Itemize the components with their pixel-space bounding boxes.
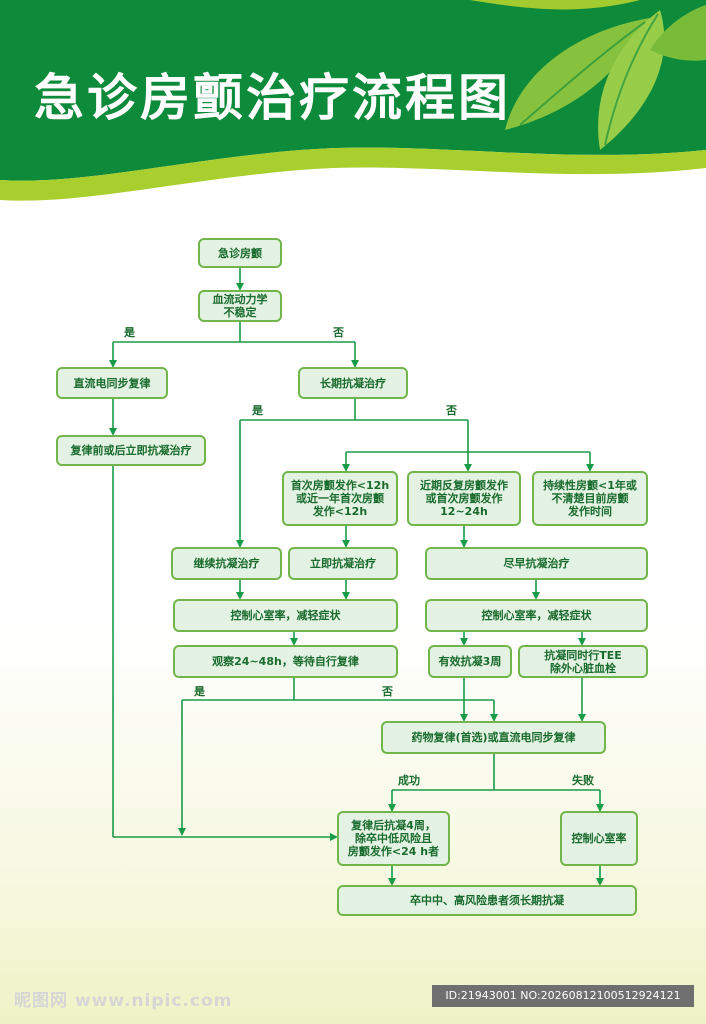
edge-label-success: 成功 — [398, 774, 420, 787]
node-continue-anticoag: 继续抗凝治疗 — [171, 547, 282, 580]
watermark-site: 昵图网 www.nipic.com — [14, 991, 233, 1011]
node-rate-control-left: 控制心室率，减轻症状 — [173, 599, 398, 632]
edge-label-no-3: 否 — [382, 685, 393, 698]
node-recent-recurrent: 近期反复房颤发作 或首次房颤发作 12~24h — [407, 471, 521, 526]
node-long-term-anticoag: 长期抗凝治疗 — [298, 367, 408, 399]
node-dc-cardioversion: 直流电同步复律 — [56, 367, 168, 399]
node-effective-anticoag: 有效抗凝3周 — [428, 645, 512, 678]
node-start: 急诊房颤 — [198, 238, 282, 268]
node-early-anticoag: 尽早抗凝治疗 — [425, 547, 648, 580]
node-anticoag-before-after: 复律前或后立即抗凝治疗 — [56, 435, 206, 466]
node-observe: 观察24~48h，等待自行复律 — [173, 645, 398, 678]
edge-label-no-1: 否 — [333, 326, 344, 339]
node-post-cardioversion: 复律后抗凝4周， 除卒中低风险且 房颤发作<24 h者 — [337, 811, 450, 866]
node-hemodynamic-unstable: 血流动力学 不稳定 — [198, 290, 282, 322]
node-tee: 抗凝同时行TEE 除外心脏血栓 — [518, 645, 648, 678]
edge-label-yes-2: 是 — [252, 404, 263, 417]
header-green-band — [0, 0, 706, 181]
node-rate-control-only: 控制心室率 — [560, 811, 638, 866]
edge-label-no-2: 否 — [446, 404, 457, 417]
node-drug-cardioversion: 药物复律(首选)或直流电同步复律 — [381, 721, 606, 754]
edge-label-yes-1: 是 — [124, 326, 135, 339]
page-title: 急诊房颤治疗流程图 — [34, 69, 511, 127]
node-immediate-anticoag: 立即抗凝治疗 — [288, 547, 398, 580]
node-long-term-high-risk: 卒中中、高风险患者须长期抗凝 — [337, 885, 637, 916]
edge-label-fail: 失败 — [572, 774, 594, 787]
node-first-onset: 首次房颤发作<12h 或近一年首次房颤 发作<12h — [282, 471, 398, 526]
node-persistent: 持续性房颤<1年或 不清楚目前房颤 发作时间 — [532, 471, 648, 526]
node-rate-control-right: 控制心室率，减轻症状 — [425, 599, 648, 632]
edge-label-yes-3: 是 — [194, 685, 205, 698]
header-lime-wave — [0, 147, 706, 201]
watermark-id: ID:21943001 NO:20260812100512924121 — [432, 985, 694, 1007]
header-banner — [0, 0, 706, 201]
